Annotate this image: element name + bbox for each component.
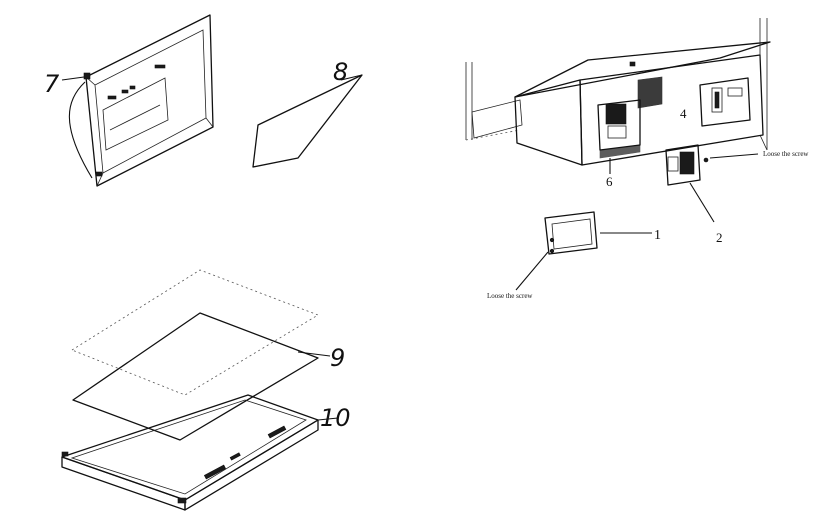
callout-2: 2 xyxy=(716,230,723,245)
callout-4: 4 xyxy=(680,106,687,121)
callout-8: 8 xyxy=(333,58,348,86)
callout-6: 6 xyxy=(606,174,613,189)
callout-7: 7 xyxy=(44,70,60,98)
callout-10: 10 xyxy=(320,404,351,432)
callout-1: 1 xyxy=(654,228,661,243)
glass-panel-part xyxy=(252,74,363,168)
switch-bracket-part xyxy=(665,144,759,223)
note-loose-screw-right: Loose the screw xyxy=(763,150,809,158)
note-loose-screw-left: Loose the screw xyxy=(487,292,533,300)
callout-9: 9 xyxy=(330,344,345,372)
base-tray-part xyxy=(61,394,339,511)
front-frame-part xyxy=(68,14,214,187)
unit-housing-part xyxy=(465,18,771,166)
filter-panels-part xyxy=(71,269,331,441)
cover-plate-part xyxy=(515,211,652,291)
